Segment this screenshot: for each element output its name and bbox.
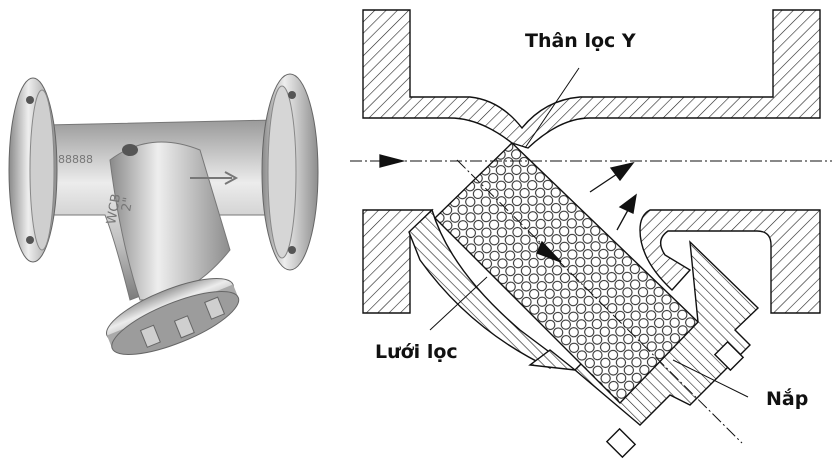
label-screen: Lưới lọc <box>375 341 458 363</box>
label-body: Thân lọc Y <box>525 30 636 52</box>
strainer-photo <box>8 73 319 355</box>
screen-centerline <box>456 159 743 444</box>
flow-arrow-icon <box>190 171 239 185</box>
leader-lines <box>429 67 749 398</box>
casting-mark-size: 2" <box>119 196 136 213</box>
cross-section-diagram <box>362 9 821 459</box>
casting-mark-material: WCB <box>104 193 124 226</box>
label-cap: Nắp <box>766 388 809 410</box>
flow-arrow-icon <box>379 154 637 263</box>
casting-mark-serial: 88888 <box>58 153 93 166</box>
